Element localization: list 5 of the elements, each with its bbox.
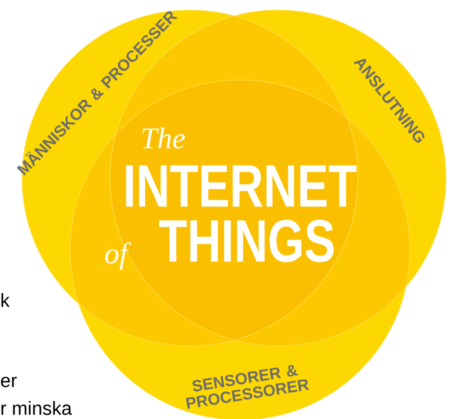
title-text: The	[142, 127, 185, 149]
title-text: THINGS	[159, 220, 334, 262]
cut-off-text: r minska	[1, 401, 72, 415]
cut-off-text: er	[1, 376, 17, 388]
title-text: INTERNET	[126, 165, 356, 207]
